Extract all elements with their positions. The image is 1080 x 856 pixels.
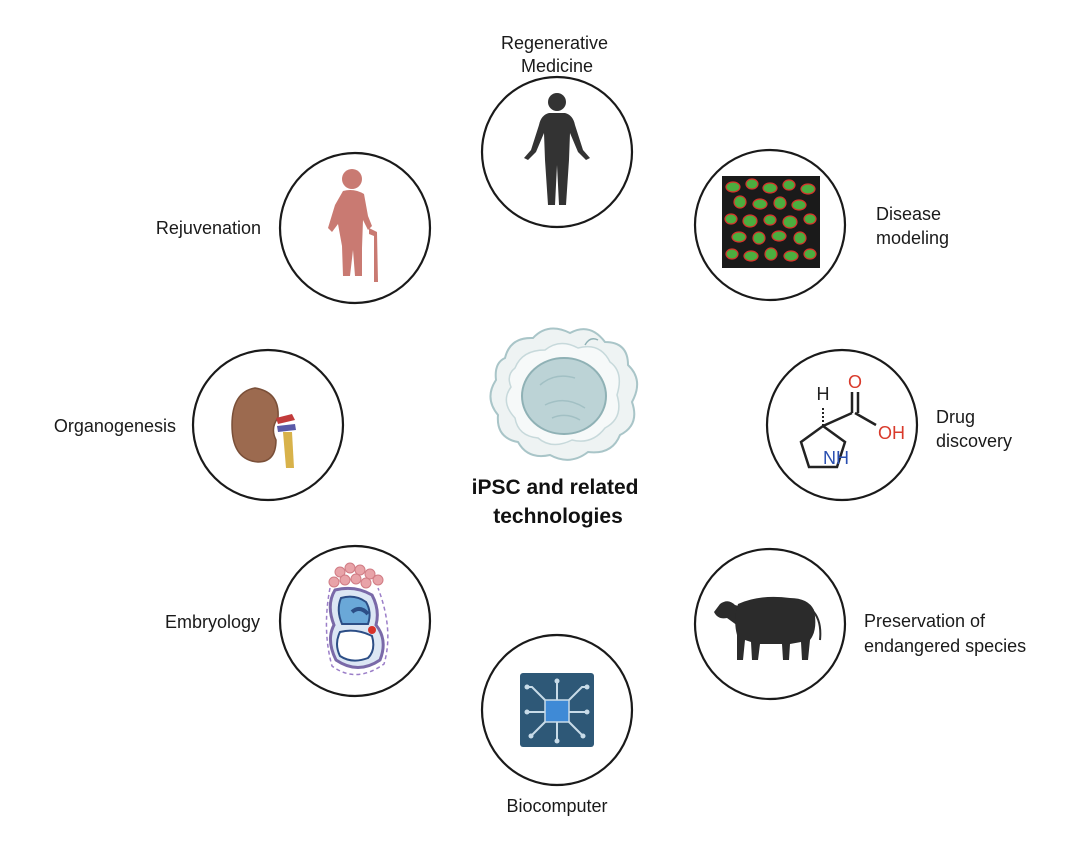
node-label-line: Disease — [876, 204, 941, 224]
node-label-line: modeling — [876, 228, 949, 248]
node-disease-modeling: Disease modeling — [693, 148, 949, 302]
cell-micrograph-icon — [722, 176, 820, 268]
node-label: Organogenesis — [54, 416, 176, 436]
human-body-icon — [524, 93, 590, 205]
node-label-line: endangered species — [864, 636, 1026, 656]
node-label-line: Regenerative — [501, 33, 608, 53]
center-label-line: technologies — [493, 505, 623, 528]
center-label-line: iPSC and related — [472, 476, 639, 499]
node-label-line: Preservation of — [864, 611, 986, 631]
elderly-person-icon — [328, 169, 378, 282]
atom-h: H — [817, 384, 830, 404]
node-label: Drug discovery — [936, 407, 1012, 451]
center-label: iPSC and related technologies — [472, 476, 645, 528]
node-label: Rejuvenation — [156, 218, 261, 238]
proline-molecule-icon: H O OH NH — [799, 372, 905, 469]
node-organogenesis: Organogenesis — [54, 348, 345, 502]
kidney-icon — [231, 387, 296, 468]
atom-o: O — [848, 372, 862, 392]
cattle-icon — [714, 596, 822, 660]
node-label: Disease modeling — [876, 204, 949, 248]
ipsc-cell-icon — [489, 327, 639, 461]
atom-oh: OH — [878, 423, 905, 443]
node-label-line: Medicine — [521, 56, 593, 76]
node-label: Regenerative Medicine — [501, 33, 613, 76]
node-regenerative-medicine: Regenerative Medicine — [480, 33, 634, 229]
circuit-chip-icon — [520, 673, 594, 747]
node-preservation: Preservation of endangered species — [693, 547, 1026, 701]
embryo-icon — [325, 562, 389, 676]
node-circle — [765, 348, 919, 502]
node-label-line: discovery — [936, 431, 1012, 451]
node-drug-discovery: H O OH NH Drug discovery — [765, 348, 1012, 502]
node-biocomputer: Biocomputer — [480, 633, 634, 816]
node-rejuvenation: Rejuvenation — [156, 151, 432, 305]
node-label: Embryology — [165, 612, 260, 632]
node-label: Preservation of endangered species — [864, 611, 1026, 656]
atom-nh: NH — [823, 448, 849, 468]
node-label-line: Drug — [936, 407, 975, 427]
node-label: Biocomputer — [506, 796, 607, 816]
node-embryology: Embryology — [165, 544, 432, 698]
